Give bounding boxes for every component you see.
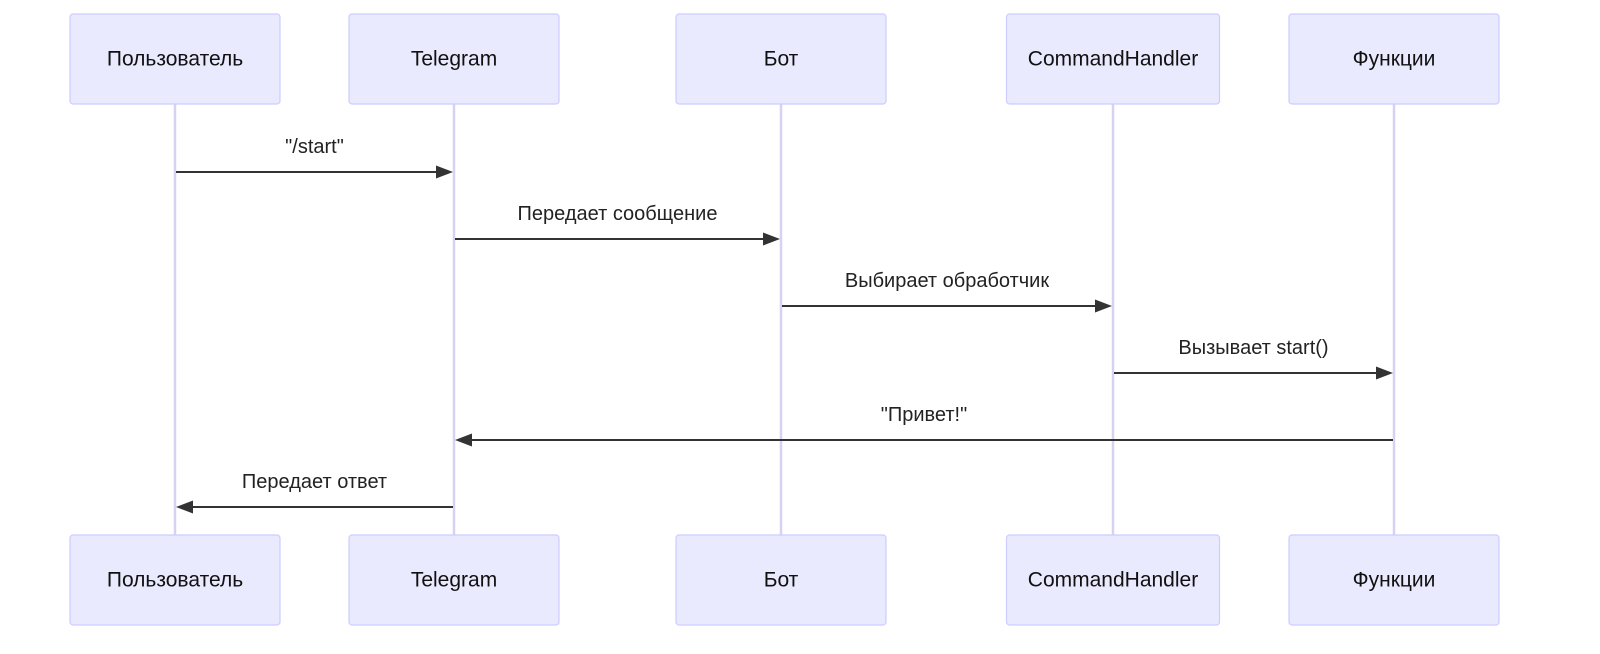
message-5: "Привет!" — [455, 404, 1393, 447]
lifelines — [173, 104, 1396, 535]
message-label: "Привет!" — [881, 404, 967, 426]
participants-top: Пользователь Telegram Бот CommandHandler Фун… — [69, 13, 1500, 105]
participant-label: Пользователь — [107, 569, 243, 592]
message-3: Выбирает обработчик — [782, 270, 1112, 313]
arrowhead-icon — [1095, 299, 1112, 313]
participant-label: Бот — [764, 48, 799, 71]
participant-bot-bottom: Бот — [675, 534, 887, 626]
message-2: Передает сообщение — [455, 203, 780, 246]
message-label: Передает сообщение — [518, 203, 718, 225]
message-label: Передает ответ — [242, 471, 387, 493]
participant-box — [69, 13, 281, 105]
participant-label: Telegram — [411, 48, 497, 71]
participant-telegram-top: Telegram — [348, 13, 560, 105]
participant-box — [1005, 13, 1221, 105]
participant-box — [348, 13, 560, 105]
arrowhead-icon — [436, 165, 453, 179]
participant-box — [675, 13, 887, 105]
message-6: Передает ответ — [176, 471, 453, 514]
participant-box — [1288, 534, 1500, 626]
participant-telegram-bottom: Telegram — [348, 534, 560, 626]
arrowhead-icon — [455, 433, 472, 447]
participant-bot-top: Бот — [675, 13, 887, 105]
participant-functions-top: Функции — [1288, 13, 1500, 105]
participant-functions-bottom: Функции — [1288, 534, 1500, 626]
participant-box — [69, 534, 281, 626]
participant-label: Функции — [1353, 48, 1436, 71]
participant-box — [348, 534, 560, 626]
participant-handler-top: CommandHandler — [1005, 13, 1221, 105]
participant-user-top: Пользователь — [69, 13, 281, 105]
participant-box — [675, 534, 887, 626]
participant-label: Telegram — [411, 569, 497, 592]
participant-label: Пользователь — [107, 48, 243, 71]
message-label: "/start" — [285, 136, 344, 158]
message-label: Вызывает start() — [1178, 337, 1328, 359]
participant-label: Бот — [764, 569, 799, 592]
participants-bottom: Пользователь Telegram Бот CommandHandler Фун… — [69, 534, 1500, 626]
participant-label: CommandHandler — [1028, 48, 1198, 71]
arrowhead-icon — [176, 500, 193, 514]
participant-user-bottom: Пользователь — [69, 534, 281, 626]
participant-label: Функции — [1353, 569, 1436, 592]
message-4: Вызывает start() — [1114, 337, 1393, 380]
arrowhead-icon — [763, 232, 780, 246]
participant-handler-bottom: CommandHandler — [1005, 534, 1221, 626]
participant-label: CommandHandler — [1028, 569, 1198, 592]
message-1: "/start" — [176, 136, 453, 179]
participant-box — [1005, 534, 1221, 626]
arrowhead-icon — [1376, 366, 1393, 380]
participant-box — [1288, 13, 1500, 105]
message-label: Выбирает обработчик — [845, 270, 1049, 292]
